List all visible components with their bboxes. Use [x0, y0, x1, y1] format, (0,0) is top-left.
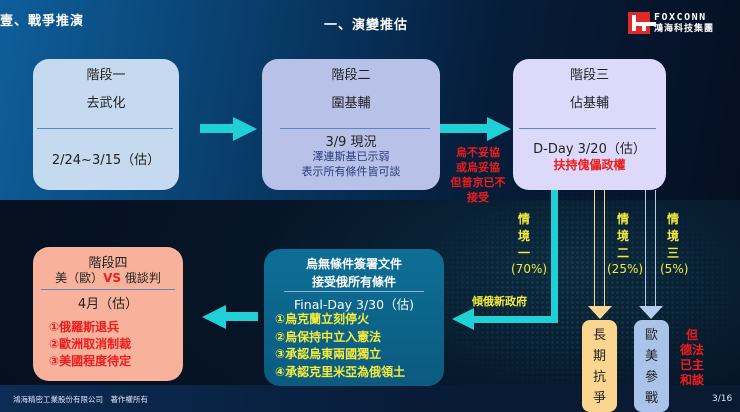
scenario-char: 一	[518, 246, 531, 260]
annotation-line: 接受	[467, 191, 489, 204]
foxconn-logo-icon	[628, 12, 650, 34]
scenario-char: 情	[617, 212, 630, 226]
final-condition-item: ③承認烏東兩國獨立	[275, 347, 382, 361]
page-number: 3/16	[712, 394, 733, 404]
stage-1-box: 階段一 去武化 2/24~3/15（估）	[33, 59, 179, 190]
scenario-char: 二	[617, 246, 630, 260]
outcome-char: 爭	[592, 391, 606, 406]
logo-brand-en: FOXCONN	[654, 11, 707, 23]
stage-2-note-1: 澤連斯基已示弱	[312, 150, 390, 163]
stage-4-subtitle-pre: 美（歐）	[55, 271, 104, 285]
scenario-char: 三	[667, 246, 680, 260]
outcome-char: 歐	[644, 328, 658, 343]
final-line-2: 接受俄所有條件	[311, 275, 396, 289]
outcome-char: 期	[592, 349, 606, 364]
stage-1-divider	[37, 128, 173, 129]
stage-4-title: 階段四	[88, 256, 128, 271]
final-divider	[284, 291, 424, 292]
annotation-line: 但	[685, 328, 698, 342]
stage-4-date: 4月（估）	[77, 297, 139, 312]
outcome-long-resistance: 長 期 抗 爭	[582, 320, 617, 412]
stage-4-subtitle: 美（歐）VS 俄談判	[33, 269, 183, 286]
stage-4-items-list: ①俄羅斯退兵 ②歐洲取消制裁 ③美國程度待定	[49, 319, 131, 370]
scenario-1-label: 情 境 一	[518, 211, 530, 262]
stage-2-name: 圍基輔	[331, 96, 371, 111]
background-dot-pattern	[420, 190, 740, 390]
stage-3-name: 佔基輔	[569, 96, 609, 111]
stage-4-item: ③美國程度待定	[49, 354, 132, 368]
final-day-box: 烏無條件簽署文件 接受俄所有條件 Final-Day 3/30（估) ①烏克蘭立…	[264, 249, 444, 386]
logo-brand-zh: 鴻海科技集團	[654, 23, 715, 34]
scenario-char: 境	[518, 229, 531, 243]
annotation-ukraine-no-compromise: 烏不妥協 或烏妥協 但普京已不 接受	[440, 145, 516, 205]
stage-4-item: ②歐洲取消制裁	[49, 337, 132, 351]
outcome-char: 美	[644, 349, 658, 364]
foxconn-logo: FOXCONN 鴻海科技集團	[628, 12, 714, 34]
final-line-1: 烏無條件簽署文件	[305, 257, 402, 271]
stage-1-title: 階段一	[86, 68, 126, 83]
final-condition-item: ①烏克蘭立刻停火	[275, 312, 370, 326]
stage-3-title: 階段三	[569, 68, 609, 83]
stage-2-title: 階段二	[331, 68, 371, 83]
scenario-2-label: 情 境 二	[617, 211, 629, 262]
scenario-char: 境	[617, 229, 630, 243]
scenario-1-percent: (70%)	[511, 262, 548, 276]
outcome-west-join-war: 歐 美 參 戰	[634, 320, 669, 412]
annotation-germany-france-talks: 但 德法 已主 和談	[675, 328, 709, 388]
stage-2-note-2: 表示所有條件皆可談	[301, 165, 401, 178]
scenario-char: 情	[667, 212, 680, 226]
stage-1-date: 2/24~3/15（估）	[51, 153, 161, 168]
slide-title: 一、演變推估	[324, 18, 409, 33]
final-condition-item: ②烏保持中立入憲法	[275, 329, 382, 344]
stage-2-box: 階段二 圍基輔 3/9 現況 澤連斯基已示弱 表示所有條件皆可談	[262, 59, 440, 190]
annotation-line: 德法	[679, 343, 704, 357]
outcome-char: 抗	[592, 370, 606, 385]
annotation-line: 烏不妥協	[456, 146, 500, 159]
stage-4-vs: VS	[103, 271, 122, 285]
stage-2-divider	[280, 128, 430, 129]
annotation-line: 但普京已不	[450, 176, 506, 189]
annotation-line: 和談	[679, 373, 704, 387]
final-condition-item: ④承認克里米亞為俄領土	[275, 364, 406, 379]
final-conditions-list: ①烏克蘭立刻停火 ②烏保持中立入憲法 ③承認烏東兩國獨立 ④承認克里米亞為俄領土	[275, 311, 405, 381]
stage-2-date: 3/9 現況	[325, 135, 377, 150]
pro-russia-government-label: 傾俄新政府	[472, 295, 527, 308]
annotation-line: 或烏妥協	[456, 161, 500, 174]
stage-1-name: 去武化	[86, 96, 126, 111]
stage-4-divider	[41, 289, 175, 290]
footer-copyright: 鴻海精密工業股份有限公司 著作權所有	[13, 395, 148, 404]
stage-3-date: D-Day 3/20（估）	[533, 142, 646, 157]
outcome-char: 長	[592, 328, 606, 343]
stage-3-divider	[519, 128, 656, 129]
outcome-char: 參	[644, 370, 658, 385]
scenario-3-label: 情 境 三	[667, 211, 679, 262]
stage-4-subtitle-post: 俄談判	[121, 271, 161, 285]
scenario-3-percent: (5%)	[660, 262, 689, 276]
stage-3-box: 階段三 佔基輔 D-Day 3/20（估） 扶持傀儡政權	[513, 59, 666, 190]
stage-4-item: ①俄羅斯退兵	[49, 320, 120, 334]
scenario-2-percent: (25%)	[607, 262, 644, 276]
section-title: 壹、戰爭推演	[0, 14, 85, 29]
stage-4-box: 階段四 美（歐）VS 俄談判 4月（估） ①俄羅斯退兵 ②歐洲取消制裁 ③美國程…	[33, 247, 183, 381]
final-date: Final-Day 3/30（估)	[294, 297, 414, 312]
scenario-char: 情	[518, 212, 531, 226]
outcome-char: 戰	[644, 391, 658, 406]
scenario-char: 境	[667, 229, 680, 243]
stage-3-note: 扶持傀儡政權	[553, 158, 626, 172]
annotation-line: 已主	[679, 358, 704, 372]
